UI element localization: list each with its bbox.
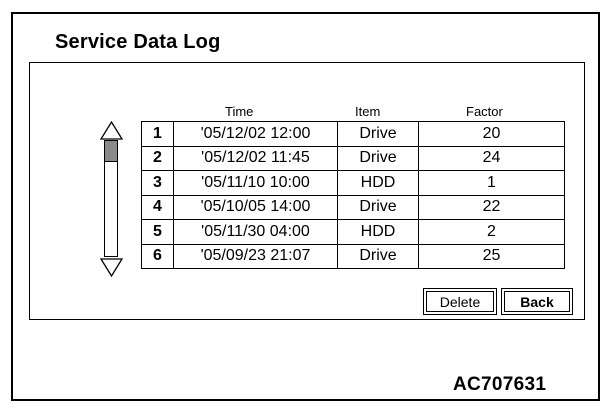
row-item: Drive	[337, 194, 419, 220]
back-button[interactable]: Back	[501, 288, 573, 315]
row-number: 3	[141, 170, 174, 196]
delete-button-label: Delete	[426, 291, 494, 312]
row-number: 6	[141, 243, 174, 269]
row-item: Drive	[337, 121, 419, 147]
row-item: HDD	[337, 219, 419, 245]
page-title: Service Data Log	[55, 31, 221, 53]
back-button-label: Back	[504, 291, 570, 312]
scroll-up-arrow-icon[interactable]	[100, 121, 123, 140]
row-time: '05/12/02 11:45	[173, 145, 338, 171]
figure-code: AC707631	[453, 374, 547, 395]
row-factor: 22	[418, 194, 565, 220]
row-time: '05/09/23 21:07	[173, 243, 338, 269]
row-factor: 20	[418, 121, 565, 147]
row-factor: 25	[418, 243, 565, 269]
row-factor: 24	[418, 145, 565, 171]
scrollbar-thumb[interactable]	[104, 140, 118, 162]
row-factor: 2	[418, 219, 565, 245]
row-item: HDD	[337, 170, 419, 196]
column-header-factor: Factor	[466, 104, 503, 119]
row-time: '05/12/02 12:00	[173, 121, 338, 147]
scroll-down-arrow-icon[interactable]	[100, 258, 123, 277]
row-item: Drive	[337, 243, 419, 269]
row-time: '05/11/30 04:00	[173, 219, 338, 245]
row-number: 2	[141, 145, 174, 171]
row-number: 1	[141, 121, 174, 147]
row-number: 5	[141, 219, 174, 245]
row-time: '05/11/10 10:00	[173, 170, 338, 196]
log-panel	[29, 62, 585, 320]
row-factor: 1	[418, 170, 565, 196]
delete-button[interactable]: Delete	[423, 288, 497, 315]
column-header-item: Item	[355, 104, 381, 119]
row-item: Drive	[337, 145, 419, 171]
row-number: 4	[141, 194, 174, 220]
screen-frame	[11, 12, 600, 401]
column-header-time: Time	[225, 104, 254, 119]
row-time: '05/10/05 14:00	[173, 194, 338, 220]
